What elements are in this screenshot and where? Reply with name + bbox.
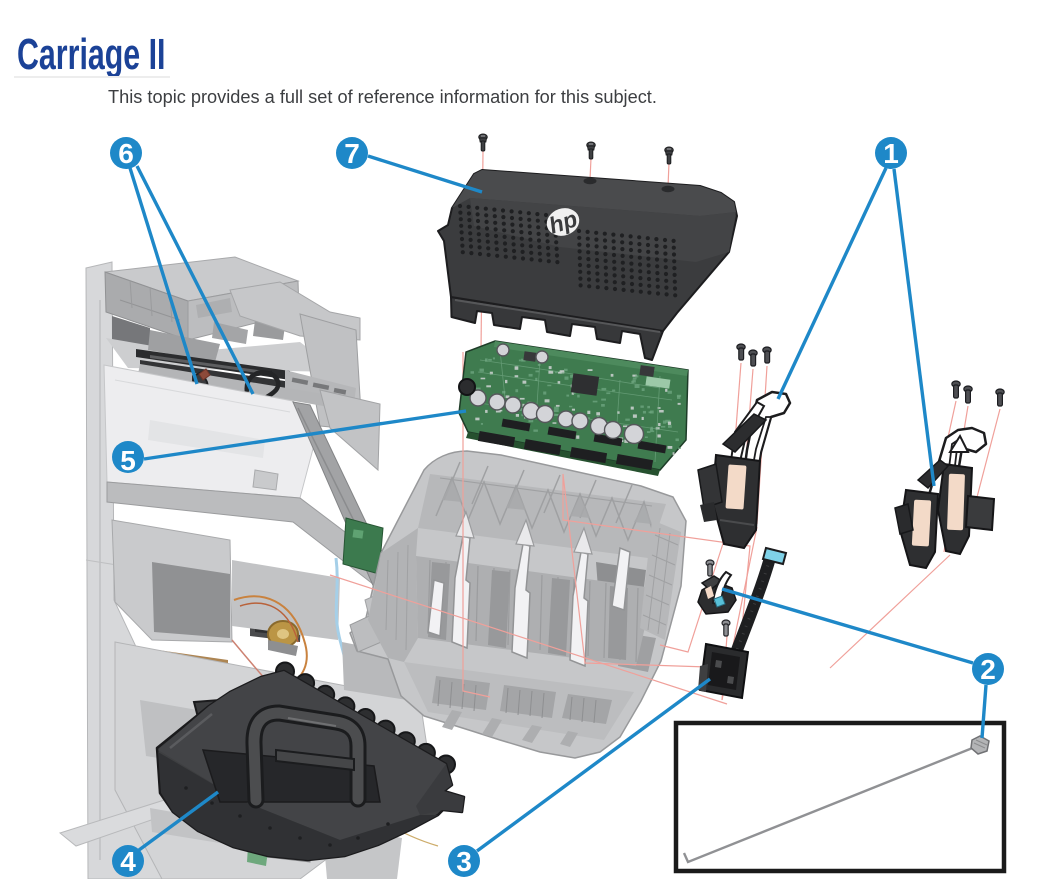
svg-text:1: 1: [883, 138, 899, 169]
svg-text:5: 5: [120, 445, 136, 476]
svg-text:7: 7: [344, 138, 360, 169]
svg-text:4: 4: [120, 846, 136, 877]
svg-text:2: 2: [980, 654, 996, 685]
svg-text:3: 3: [456, 846, 472, 877]
svg-text:6: 6: [118, 138, 134, 169]
